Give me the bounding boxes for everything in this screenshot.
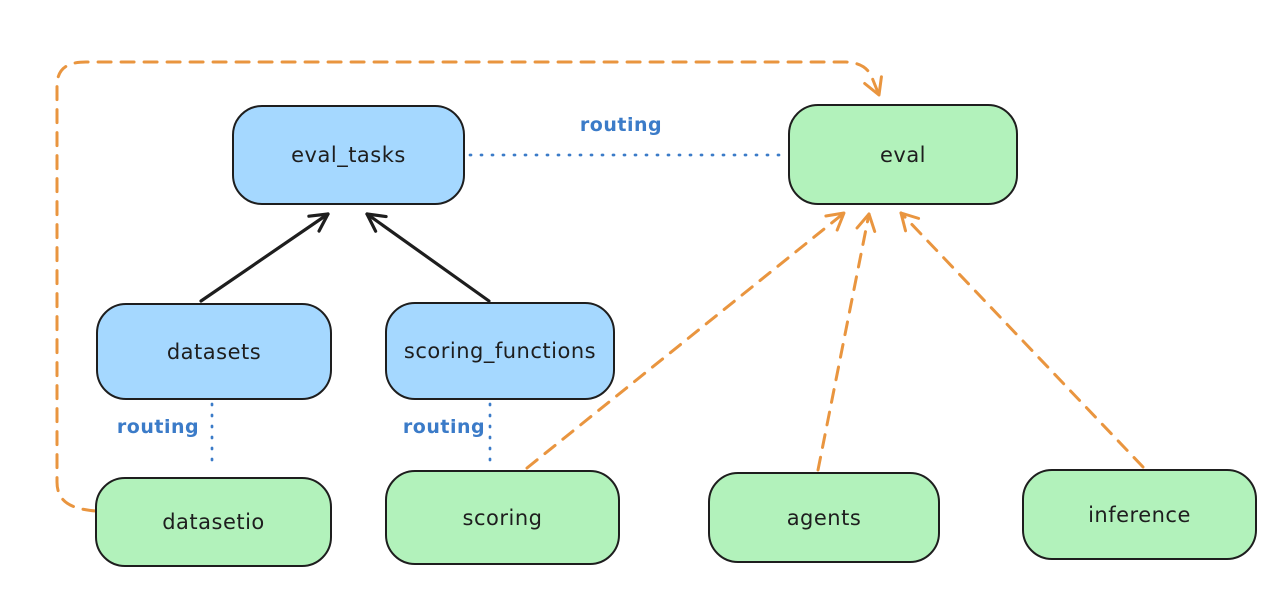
edge-scoring-functions-to-eval-tasks: [365, 212, 491, 303]
node-eval-tasks: eval_tasks: [232, 105, 465, 205]
edge-label-routing-top: routing: [579, 114, 663, 136]
edge-agents-to-eval: [816, 212, 877, 472]
edge-label-routing-datasets: routing: [116, 416, 200, 438]
node-scoring: scoring: [385, 470, 620, 565]
edge-datasetio-to-eval: [55, 60, 883, 513]
node-scoring-label: scoring: [462, 505, 543, 530]
node-agents: agents: [708, 472, 940, 563]
node-datasetio: datasetio: [95, 477, 332, 567]
node-datasets: datasets: [96, 303, 332, 400]
node-eval-label: eval: [879, 142, 927, 167]
node-datasets-label: datasets: [166, 339, 262, 364]
edge-label-routing-scoring: routing: [402, 416, 486, 438]
node-eval: eval: [788, 104, 1018, 205]
node-inference-label: inference: [1088, 502, 1191, 527]
node-datasetio-label: datasetio: [162, 510, 265, 534]
node-agents-label: agents: [786, 505, 862, 530]
edge-inference-to-eval: [899, 211, 1145, 469]
node-eval-tasks-label: eval_tasks: [291, 143, 406, 167]
node-scoring-functions-label: scoring_functions: [403, 339, 597, 363]
edge-datasets-to-eval-tasks: [199, 212, 330, 303]
node-inference: inference: [1022, 469, 1257, 560]
node-scoring-functions: scoring_functions: [385, 302, 615, 400]
